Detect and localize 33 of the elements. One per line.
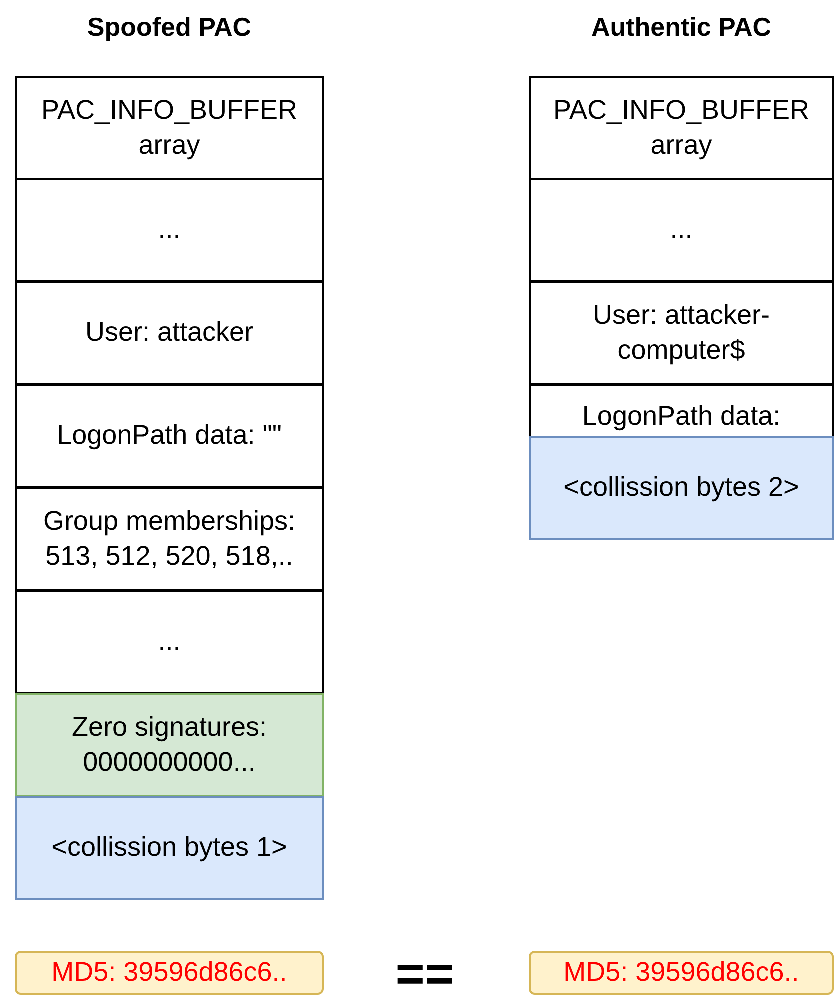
cell-text: User: attacker [84,316,255,350]
table-cell [15,281,324,385]
cell-text: Group memberships: 513, 512, 520, 518,.. [42,504,297,573]
cell-text: PAC_INFO_BUFFER array [552,94,811,162]
cell-text: PAC_INFO_BUFFER array [40,94,299,162]
cell-text: MD5: 39596d86c6.. [562,956,800,990]
equals-sign: == [394,945,456,998]
table-cell [529,384,834,438]
collision-cell [529,436,834,540]
cell-text: <collission bytes 2> [562,471,800,504]
cell-text: User: attacker-computer$ [592,298,772,367]
cell-text: Zero signatures: 0000000000... [70,710,268,779]
table-cell [15,76,324,180]
hash-box [15,951,324,995]
table-cell [15,590,324,694]
cell-text: ... [669,213,694,246]
table-cell [529,281,834,385]
table-cell [15,487,324,591]
collision-cell [15,796,324,900]
cell-text: MD5: 39596d86c6.. [50,956,288,990]
cell-text: LogonPath data: [581,400,782,433]
cell-text: ... [157,625,182,658]
hash-box [529,951,834,995]
table-cell [15,384,324,488]
table-cell [529,178,834,282]
signature-cell [15,693,324,797]
cell-text: <collission bytes 1> [50,831,288,864]
cell-text: LogonPath data: "" [56,419,283,452]
column-title: Spoofed PAC [86,12,253,44]
table-cell [529,76,834,180]
table-cell [15,178,324,282]
column-title: Authentic PAC [590,12,773,44]
cell-text: ... [157,213,182,246]
